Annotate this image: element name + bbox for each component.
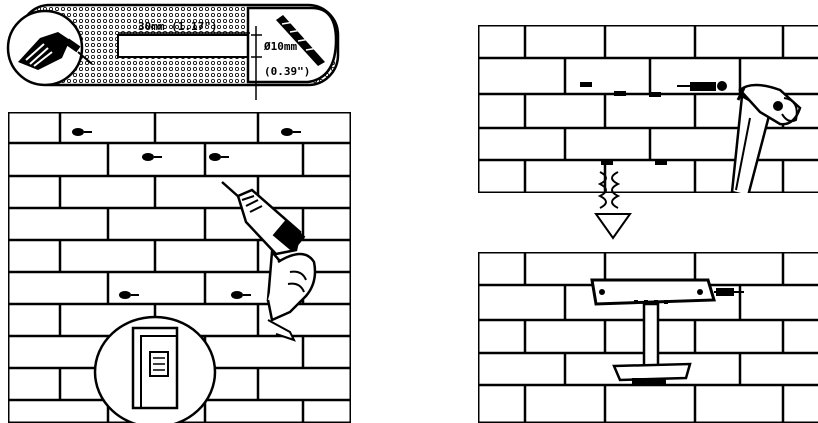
drill-diameter-inch-label: (0.39") [264,65,310,78]
brick-wall-anchors [478,25,818,196]
drill-depth-label: 30mm (1.17") [138,20,217,33]
wall-box-icon [133,328,177,408]
drill-diameter-label: Ø10mm [263,40,297,53]
brick-wall-drilling [8,112,351,423]
drill-spec-callout: 30mm (1.17") Ø10mm (0.39") [8,5,338,100]
brick-wall-mounted [478,252,818,423]
